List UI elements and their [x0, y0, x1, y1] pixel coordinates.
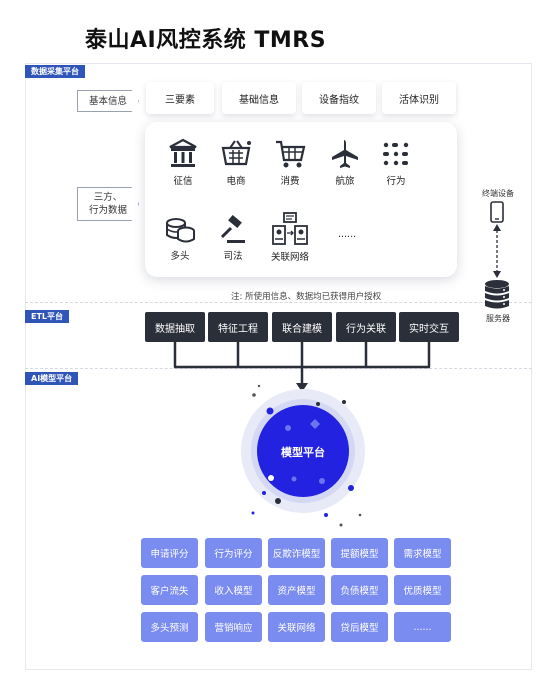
section-label-data-collection: 数据采集平台	[25, 65, 85, 78]
model-tile: 资产模型	[268, 575, 325, 605]
model-tile: 关联网络	[268, 612, 325, 642]
basic-info-tag: 三要素	[146, 82, 214, 114]
dots-grid-icon	[383, 142, 409, 166]
shopping-basket-icon	[221, 140, 251, 166]
etl-box: 特征工程	[208, 312, 268, 342]
credit-item: 征信	[153, 138, 213, 187]
model-tile: 负债模型	[331, 575, 388, 605]
etl-connector-lines	[173, 342, 431, 392]
etl-box: 数据抽取	[145, 312, 205, 342]
model-tile: 多头预测	[141, 612, 198, 642]
network-label: 关联网络	[270, 252, 309, 263]
ecommerce-item: 电商	[206, 138, 266, 187]
section-divider	[25, 302, 532, 303]
terminal-device-label: 终端设备	[482, 189, 514, 198]
phone-icon	[490, 201, 504, 223]
model-tile: 申请评分	[141, 538, 198, 568]
server-icon	[485, 280, 509, 309]
more-items-ellipsis: ......	[338, 229, 357, 240]
authorization-note: 注: 所使用信息、数据均已获得用户授权	[231, 292, 382, 302]
airplane-icon	[332, 140, 358, 168]
etl-box: 实时交互	[399, 312, 459, 342]
model-tile: 优质模型	[394, 575, 451, 605]
model-tile: 反欺诈模型	[268, 538, 325, 568]
basic-info-tag: 设备指纹	[302, 82, 376, 114]
judicial-item: 司法	[203, 215, 263, 262]
model-tile: 需求模型	[394, 538, 451, 568]
model-tile: 客户流失	[141, 575, 198, 605]
page-title: 泰山AI风控系统 TMRS	[85, 28, 327, 53]
basic-info-label: 基本信息	[88, 95, 127, 107]
etl-box: 联合建模	[272, 312, 332, 342]
third-party-arrow-label: 三方、 行为数据	[77, 187, 139, 221]
judicial-label: 司法	[223, 251, 243, 262]
server-label: 服务器	[486, 314, 510, 323]
credit-label: 征信	[173, 176, 193, 187]
basic-info-arrow-label: 基本信息	[77, 90, 139, 112]
etl-box: 行为关联	[336, 312, 396, 342]
model-tile: 行为评分	[205, 538, 262, 568]
travel-item: 航旅	[315, 138, 375, 187]
network-icon	[272, 212, 308, 245]
travel-label: 航旅	[335, 176, 355, 187]
model-tile: 提额模型	[331, 538, 388, 568]
section-divider	[25, 368, 532, 369]
section-label-etl: ETL平台	[25, 310, 70, 323]
behavior-item: 行为	[366, 138, 426, 187]
model-platform-graphic	[241, 384, 365, 527]
basic-info-tag: 活体识别	[382, 82, 456, 114]
basic-info-tag: 基础信息	[222, 82, 296, 114]
consumption-label: 消费	[280, 176, 300, 187]
shopping-cart-icon	[276, 140, 306, 168]
ecommerce-label: 电商	[226, 176, 246, 187]
model-tile: ......	[394, 612, 451, 642]
model-platform-label: 模型平台	[281, 446, 325, 459]
coins-icon	[166, 218, 195, 243]
network-item: 关联网络	[260, 212, 320, 263]
third-party-label-line2: 行为数据	[88, 205, 127, 216]
behavior-label: 行为	[386, 176, 406, 187]
consumption-item: 消费	[260, 138, 320, 187]
bank-icon	[169, 138, 197, 167]
model-tile: 贷后模型	[331, 612, 388, 642]
gavel-icon	[220, 215, 245, 243]
multi-head-label: 多头	[170, 251, 190, 262]
multi-head-item: 多头	[150, 215, 210, 262]
sync-arrow	[493, 224, 501, 278]
model-tile: 收入模型	[205, 575, 262, 605]
section-label-ai-model: AI模型平台	[25, 372, 79, 385]
third-party-label-line1: 三方、	[93, 192, 123, 203]
model-tile: 营销响应	[205, 612, 262, 642]
